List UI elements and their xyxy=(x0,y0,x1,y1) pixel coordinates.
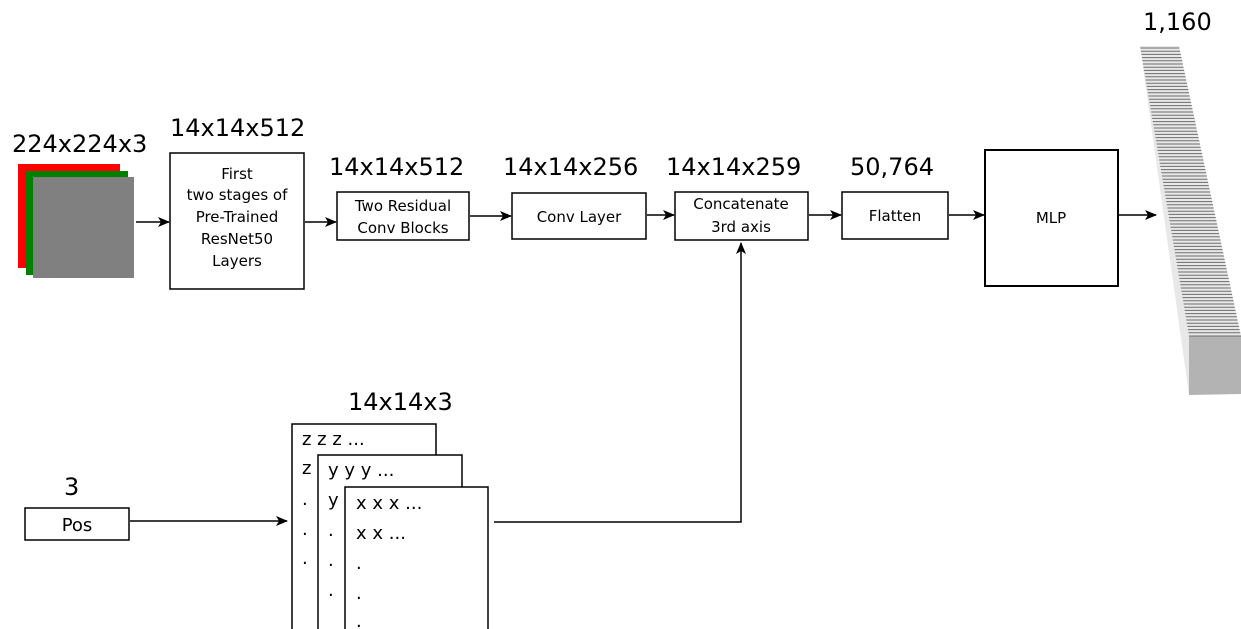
residual-dim-label: 14x14x512 xyxy=(329,153,464,181)
y-row-5: . xyxy=(328,580,334,601)
x-row-4: . xyxy=(356,583,362,604)
x-row-1: x x x ... xyxy=(356,493,422,514)
residual-line-1: Two Residual xyxy=(354,197,451,215)
y-row-1: y y y ... xyxy=(328,460,394,481)
z-row-2: z xyxy=(302,458,311,479)
pos-dim-label: 3 xyxy=(64,473,79,501)
concat-line-2: 3rd axis xyxy=(711,218,771,236)
resnet-line-2: two stages of xyxy=(187,186,288,204)
resnet-line-4: ResNet50 xyxy=(201,230,273,248)
arrow-grid-concat xyxy=(494,243,741,522)
conv-label: Conv Layer xyxy=(537,208,622,226)
pos-label: Pos xyxy=(62,515,93,536)
residual-line-2: Conv Blocks xyxy=(357,219,448,237)
concat-line-1: Concatenate xyxy=(693,195,789,213)
resnet-line-5: Layers xyxy=(212,252,262,270)
output-dim-label: 1,160 xyxy=(1143,8,1212,36)
concat-dim-label: 14x14x259 xyxy=(666,153,801,181)
x-row-3: . xyxy=(356,553,362,574)
mlp-label: MLP xyxy=(1036,209,1066,227)
x-row-2: x x ... xyxy=(356,523,406,544)
pos-grid-dim-label: 14x14x3 xyxy=(348,388,453,416)
flatten-label: Flatten xyxy=(869,207,922,225)
z-row-5: . xyxy=(302,548,308,569)
input-dim-label: 224x224x3 xyxy=(12,130,147,158)
z-row-4: . xyxy=(302,519,308,540)
output-vector xyxy=(1140,46,1241,395)
y-row-2: y xyxy=(328,490,339,511)
z-row-3: . xyxy=(302,489,308,510)
resnet-dim-label: 14x14x512 xyxy=(170,114,305,142)
y-row-3: . xyxy=(328,520,334,541)
gray-channel xyxy=(33,177,134,278)
resnet-line-3: Pre-Trained xyxy=(196,208,279,226)
conv-dim-label: 14x14x256 xyxy=(503,153,638,181)
y-row-4: . xyxy=(328,550,334,571)
input-image-stack xyxy=(18,164,134,278)
x-row-5: . xyxy=(356,611,362,629)
x-plane: x x x ... x x ... . . . xyxy=(345,487,488,629)
z-row-1: z z z ... xyxy=(302,429,365,450)
flatten-dim-label: 50,764 xyxy=(850,153,934,181)
resnet-line-1: First xyxy=(221,165,253,183)
